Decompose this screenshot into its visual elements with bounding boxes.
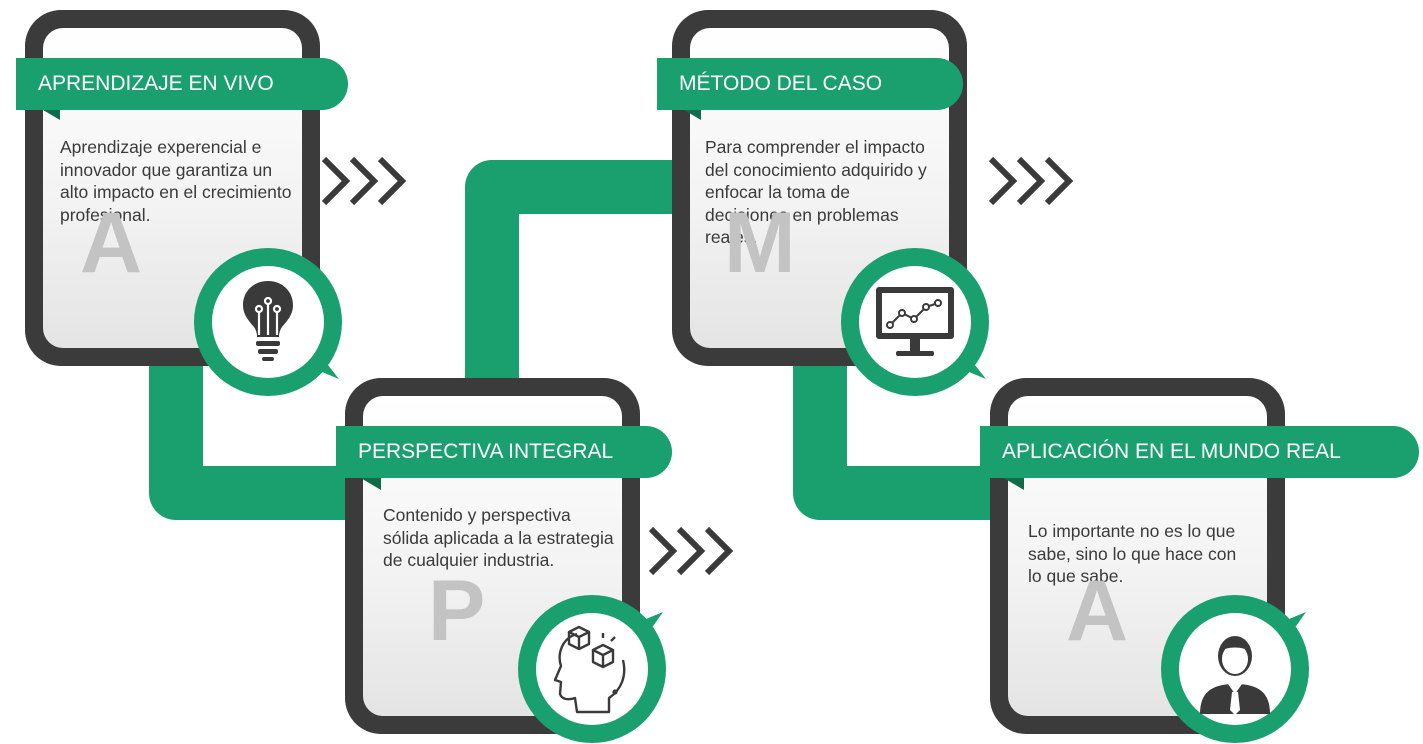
card-description: Contenido y perspectiva sólida aplicada … bbox=[383, 505, 614, 570]
card-description: Lo importante no es lo que sabe, sino lo… bbox=[1028, 521, 1237, 586]
businessman-icon bbox=[1200, 636, 1270, 715]
chevron-arrows-icon bbox=[648, 526, 734, 576]
card-title: PERSPECTIVA INTEGRAL bbox=[336, 426, 672, 478]
ribbon-fold bbox=[1002, 477, 1024, 490]
head-cubes-icon bbox=[553, 625, 626, 714]
ribbon-fold bbox=[679, 107, 701, 120]
connector-3-4 bbox=[793, 330, 1020, 520]
connector-2-3 bbox=[465, 160, 690, 380]
badge-head-cubes bbox=[518, 595, 666, 743]
connector-1-2 bbox=[149, 330, 380, 520]
badge-monitor-chart bbox=[841, 248, 989, 396]
card-title: MÉTODO DEL CASO bbox=[657, 58, 963, 110]
card-title: APLICACIÓN EN EL MUNDO REAL bbox=[980, 426, 1419, 478]
card-title: APRENDIZAJE EN VIVO bbox=[16, 58, 348, 110]
chevron-arrows-icon bbox=[988, 156, 1074, 206]
card-letter: A bbox=[80, 195, 143, 291]
ribbon-fold bbox=[359, 477, 381, 490]
card-description: Para comprender el impacto del conocimie… bbox=[705, 137, 927, 247]
monitor-chart-icon bbox=[876, 287, 954, 356]
ribbon-fold bbox=[38, 107, 60, 120]
card-description: Aprendizaje experencial e innovador que … bbox=[60, 137, 292, 225]
card-letter: M bbox=[724, 195, 796, 291]
lightbulb-icon bbox=[243, 281, 293, 361]
card-letter: P bbox=[428, 563, 486, 659]
chevron-arrows-icon bbox=[321, 156, 407, 206]
badge-lightbulb bbox=[194, 248, 342, 396]
badge-businessman bbox=[1161, 595, 1309, 743]
card-letter: A bbox=[1066, 563, 1129, 659]
